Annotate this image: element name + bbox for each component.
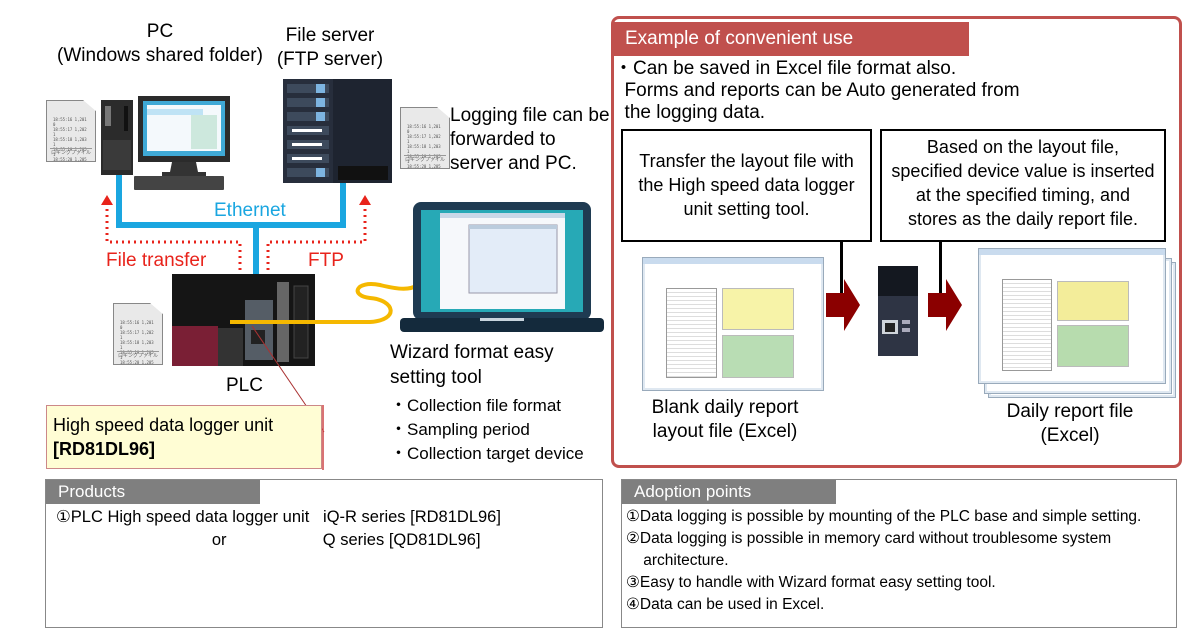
- callout-line: Transfer the layout file with: [639, 151, 854, 171]
- pc-monitor-icon: [134, 96, 230, 190]
- example-panel: [611, 16, 1182, 468]
- callout-line: Based on the layout file,: [926, 137, 1120, 157]
- callout-pointer: [840, 242, 843, 300]
- logging-file-icon: 18:55:16 1,201 0 18:55:17 1,202 1 18:55:…: [46, 100, 96, 162]
- unit-box-title: High speed data logger unit: [53, 415, 274, 435]
- wizard-bullet-list: ・Collection file format ・Sampling period…: [390, 394, 584, 466]
- daily-report-caption: Daily report file (Excel): [970, 400, 1170, 448]
- pc-label-line2: (Windows shared folder): [57, 45, 263, 66]
- product-line: or Q series [QD81DL96]: [56, 531, 481, 549]
- logging-file-icon: 18:55:16 1,201 0 18:55:17 1,202 1 18:55:…: [113, 303, 163, 365]
- data-logger-unit-box: High speed data logger unit [RD81DL96]: [46, 405, 322, 469]
- caption-line: Daily report file: [1006, 401, 1134, 422]
- callout-line: at the specified timing, and: [915, 185, 1131, 205]
- wizard-bullet: ・Collection file format: [390, 396, 562, 415]
- right-arrow-icon: [928, 279, 962, 331]
- file-server-label-line2: (FTP server): [276, 49, 384, 70]
- caption-line: layout file (Excel): [652, 421, 798, 442]
- laptop-icon: [400, 202, 604, 332]
- log-forward-line: forwarded to: [450, 129, 556, 150]
- blank-layout-thumbnail: [642, 257, 824, 391]
- caption-line: Blank daily report: [651, 397, 799, 418]
- callout-line: specified device value is inserted: [891, 161, 1155, 181]
- callout-line: stores as the daily report file.: [907, 209, 1139, 229]
- pc-label: PC (Windows shared folder): [50, 20, 270, 68]
- logging-file-icon: 18:55:16 1,201 0 18:55:17 1,202 1 18:55:…: [400, 107, 450, 169]
- wizard-bullet: ・Collection target device: [390, 444, 584, 463]
- ethernet-cable: [116, 175, 346, 282]
- intro-line: ・Can be saved in Excel file format also.: [614, 58, 957, 79]
- intro-line: the logging data.: [614, 102, 766, 123]
- callout-line: unit setting tool.: [683, 199, 810, 219]
- pc-label-line1: PC: [146, 21, 174, 42]
- file-transfer-label: File transfer: [106, 250, 207, 271]
- file-server-label: File server (FTP server): [270, 24, 390, 72]
- product-line: ①PLC High speed data logger unit iQ-R se…: [56, 508, 501, 526]
- usb-cable: [230, 282, 420, 324]
- insert-value-callout: Based on the layout file, specified devi…: [880, 129, 1166, 242]
- data-logger-unit-icon: [878, 266, 918, 356]
- products-list: ①PLC High speed data logger unit iQ-R se…: [56, 506, 501, 552]
- adoption-point: ①Data logging is possible by mounting of…: [626, 508, 1142, 525]
- wizard-bullet: ・Sampling period: [390, 420, 530, 439]
- ftp-label: FTP: [308, 250, 344, 271]
- right-arrow-icon: [826, 279, 860, 331]
- unit-box-model: [RD81DL96]: [53, 439, 156, 459]
- wizard-title-line: setting tool: [390, 367, 482, 388]
- adoption-point: architecture.: [626, 552, 729, 569]
- transfer-layout-callout: Transfer the layout file with the High s…: [621, 129, 872, 242]
- ethernet-label: Ethernet: [214, 200, 286, 221]
- callout-line: the High speed data logger: [638, 175, 855, 195]
- wizard-tool-title: Wizard format easy setting tool: [390, 340, 554, 390]
- adoption-points-box: Adoption points ①Data logging is possibl…: [621, 479, 1177, 628]
- example-intro: ・Can be saved in Excel file format also.…: [614, 58, 1020, 124]
- log-forward-line: server and PC.: [450, 153, 577, 174]
- adoption-points-list: ①Data logging is possible by mounting of…: [626, 506, 1141, 616]
- file-server-icon: [283, 79, 392, 183]
- file-transfer-arrow: [101, 195, 242, 270]
- wizard-title-line: Wizard format easy: [390, 342, 554, 363]
- adoption-point: ②Data logging is possible in memory card…: [626, 530, 1112, 547]
- adoption-point: ③Easy to handle with Wizard format easy …: [626, 574, 996, 591]
- intro-line: Forms and reports can be Auto generated …: [614, 80, 1020, 101]
- callout-pointer: [939, 242, 942, 300]
- ftp-arrow: [266, 195, 371, 270]
- adoption-point: ④Data can be used in Excel.: [626, 596, 825, 613]
- plc-label: PLC: [226, 375, 263, 396]
- daily-report-thumbnail: [978, 248, 1166, 384]
- pc-tower-icon: [101, 100, 133, 175]
- log-forward-note: Logging file can be forwarded to server …: [450, 104, 610, 176]
- caption-line: (Excel): [1040, 425, 1100, 446]
- products-title: Products: [46, 480, 260, 504]
- file-server-label-line1: File server: [285, 25, 375, 46]
- example-panel-title: Example of convenient use: [612, 22, 969, 56]
- log-forward-line: Logging file can be: [450, 105, 610, 126]
- products-box: Products ①PLC High speed data logger uni…: [45, 479, 603, 628]
- network-diagram: [101, 79, 604, 470]
- adoption-points-title: Adoption points: [622, 480, 836, 504]
- blank-layout-caption: Blank daily report layout file (Excel): [630, 396, 820, 444]
